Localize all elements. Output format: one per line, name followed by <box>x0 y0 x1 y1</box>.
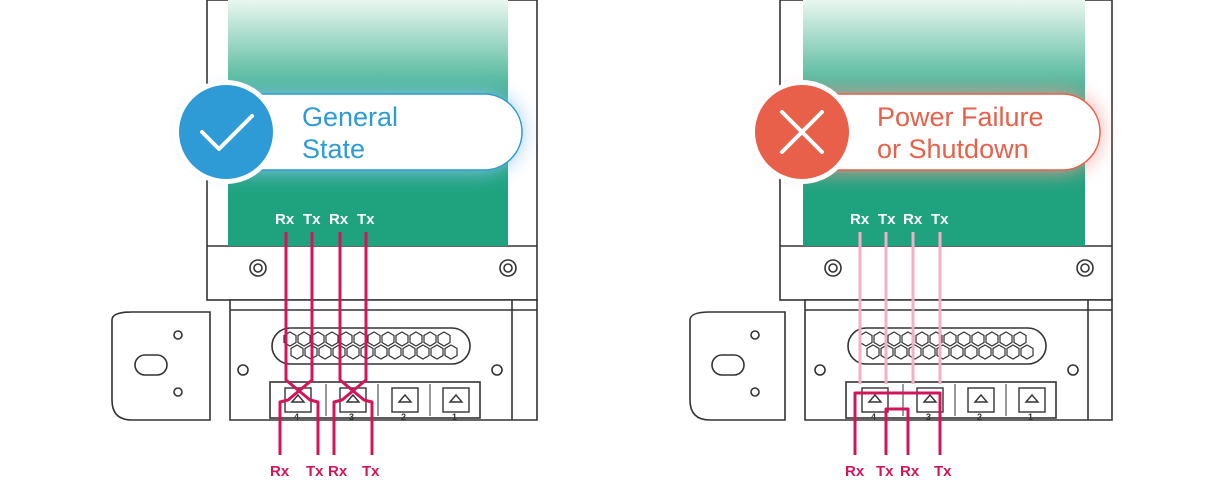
state-title-line1: Power Failure <box>877 102 1044 132</box>
bottom-port-label: Tx <box>306 463 324 480</box>
state-title-line2: or Shutdown <box>877 134 1029 164</box>
panel-general-state: 4 3 2 1 Rx Tx Rx Tx Rx Tx Rx Tx <box>111 0 538 480</box>
bottom-port-label: Rx <box>900 463 920 480</box>
bottom-port-label: Tx <box>362 463 380 480</box>
fiber-routing <box>278 232 374 455</box>
bottom-port-label: Tx <box>876 463 894 480</box>
top-port-label: Tx <box>357 211 375 228</box>
top-port-label: Tx <box>931 211 949 228</box>
bottom-port-label: Rx <box>328 463 348 480</box>
port-row <box>861 384 1046 416</box>
state-title-line2: State <box>302 134 365 164</box>
top-port-label: Rx <box>903 211 923 228</box>
check-icon <box>200 114 254 151</box>
port-number-label: 2 <box>401 412 406 422</box>
bottom-port-label: Tx <box>934 463 952 480</box>
cross-icon <box>780 110 824 154</box>
top-port-label: Rx <box>275 211 295 228</box>
state-title-line1: General <box>302 102 398 132</box>
port-number-label: 1 <box>452 412 457 422</box>
top-port-label: Rx <box>850 211 870 228</box>
fiber-routing-inactive <box>858 232 942 384</box>
port-number-label: 4 <box>871 412 876 422</box>
panel-power-failure: 4 3 2 1 Rx Tx Rx Tx Rx Tx Rx Tx <box>689 0 1113 480</box>
fiber-bypass-loop <box>853 391 942 455</box>
port-number-label: 3 <box>926 412 931 422</box>
bottom-port-label: Rx <box>845 463 865 480</box>
bottom-port-label: Rx <box>270 463 290 480</box>
status-pill: Power Failure or Shutdown <box>750 80 1101 184</box>
port-number-label: 2 <box>977 412 982 422</box>
status-pill: General State <box>174 80 523 184</box>
top-port-label: Rx <box>329 211 349 228</box>
port-number-label: 1 <box>1028 412 1033 422</box>
top-port-label: Tx <box>878 211 896 228</box>
port-number-label: 3 <box>349 412 354 422</box>
port-number-label: 4 <box>294 412 299 422</box>
top-port-label: Tx <box>303 211 321 228</box>
